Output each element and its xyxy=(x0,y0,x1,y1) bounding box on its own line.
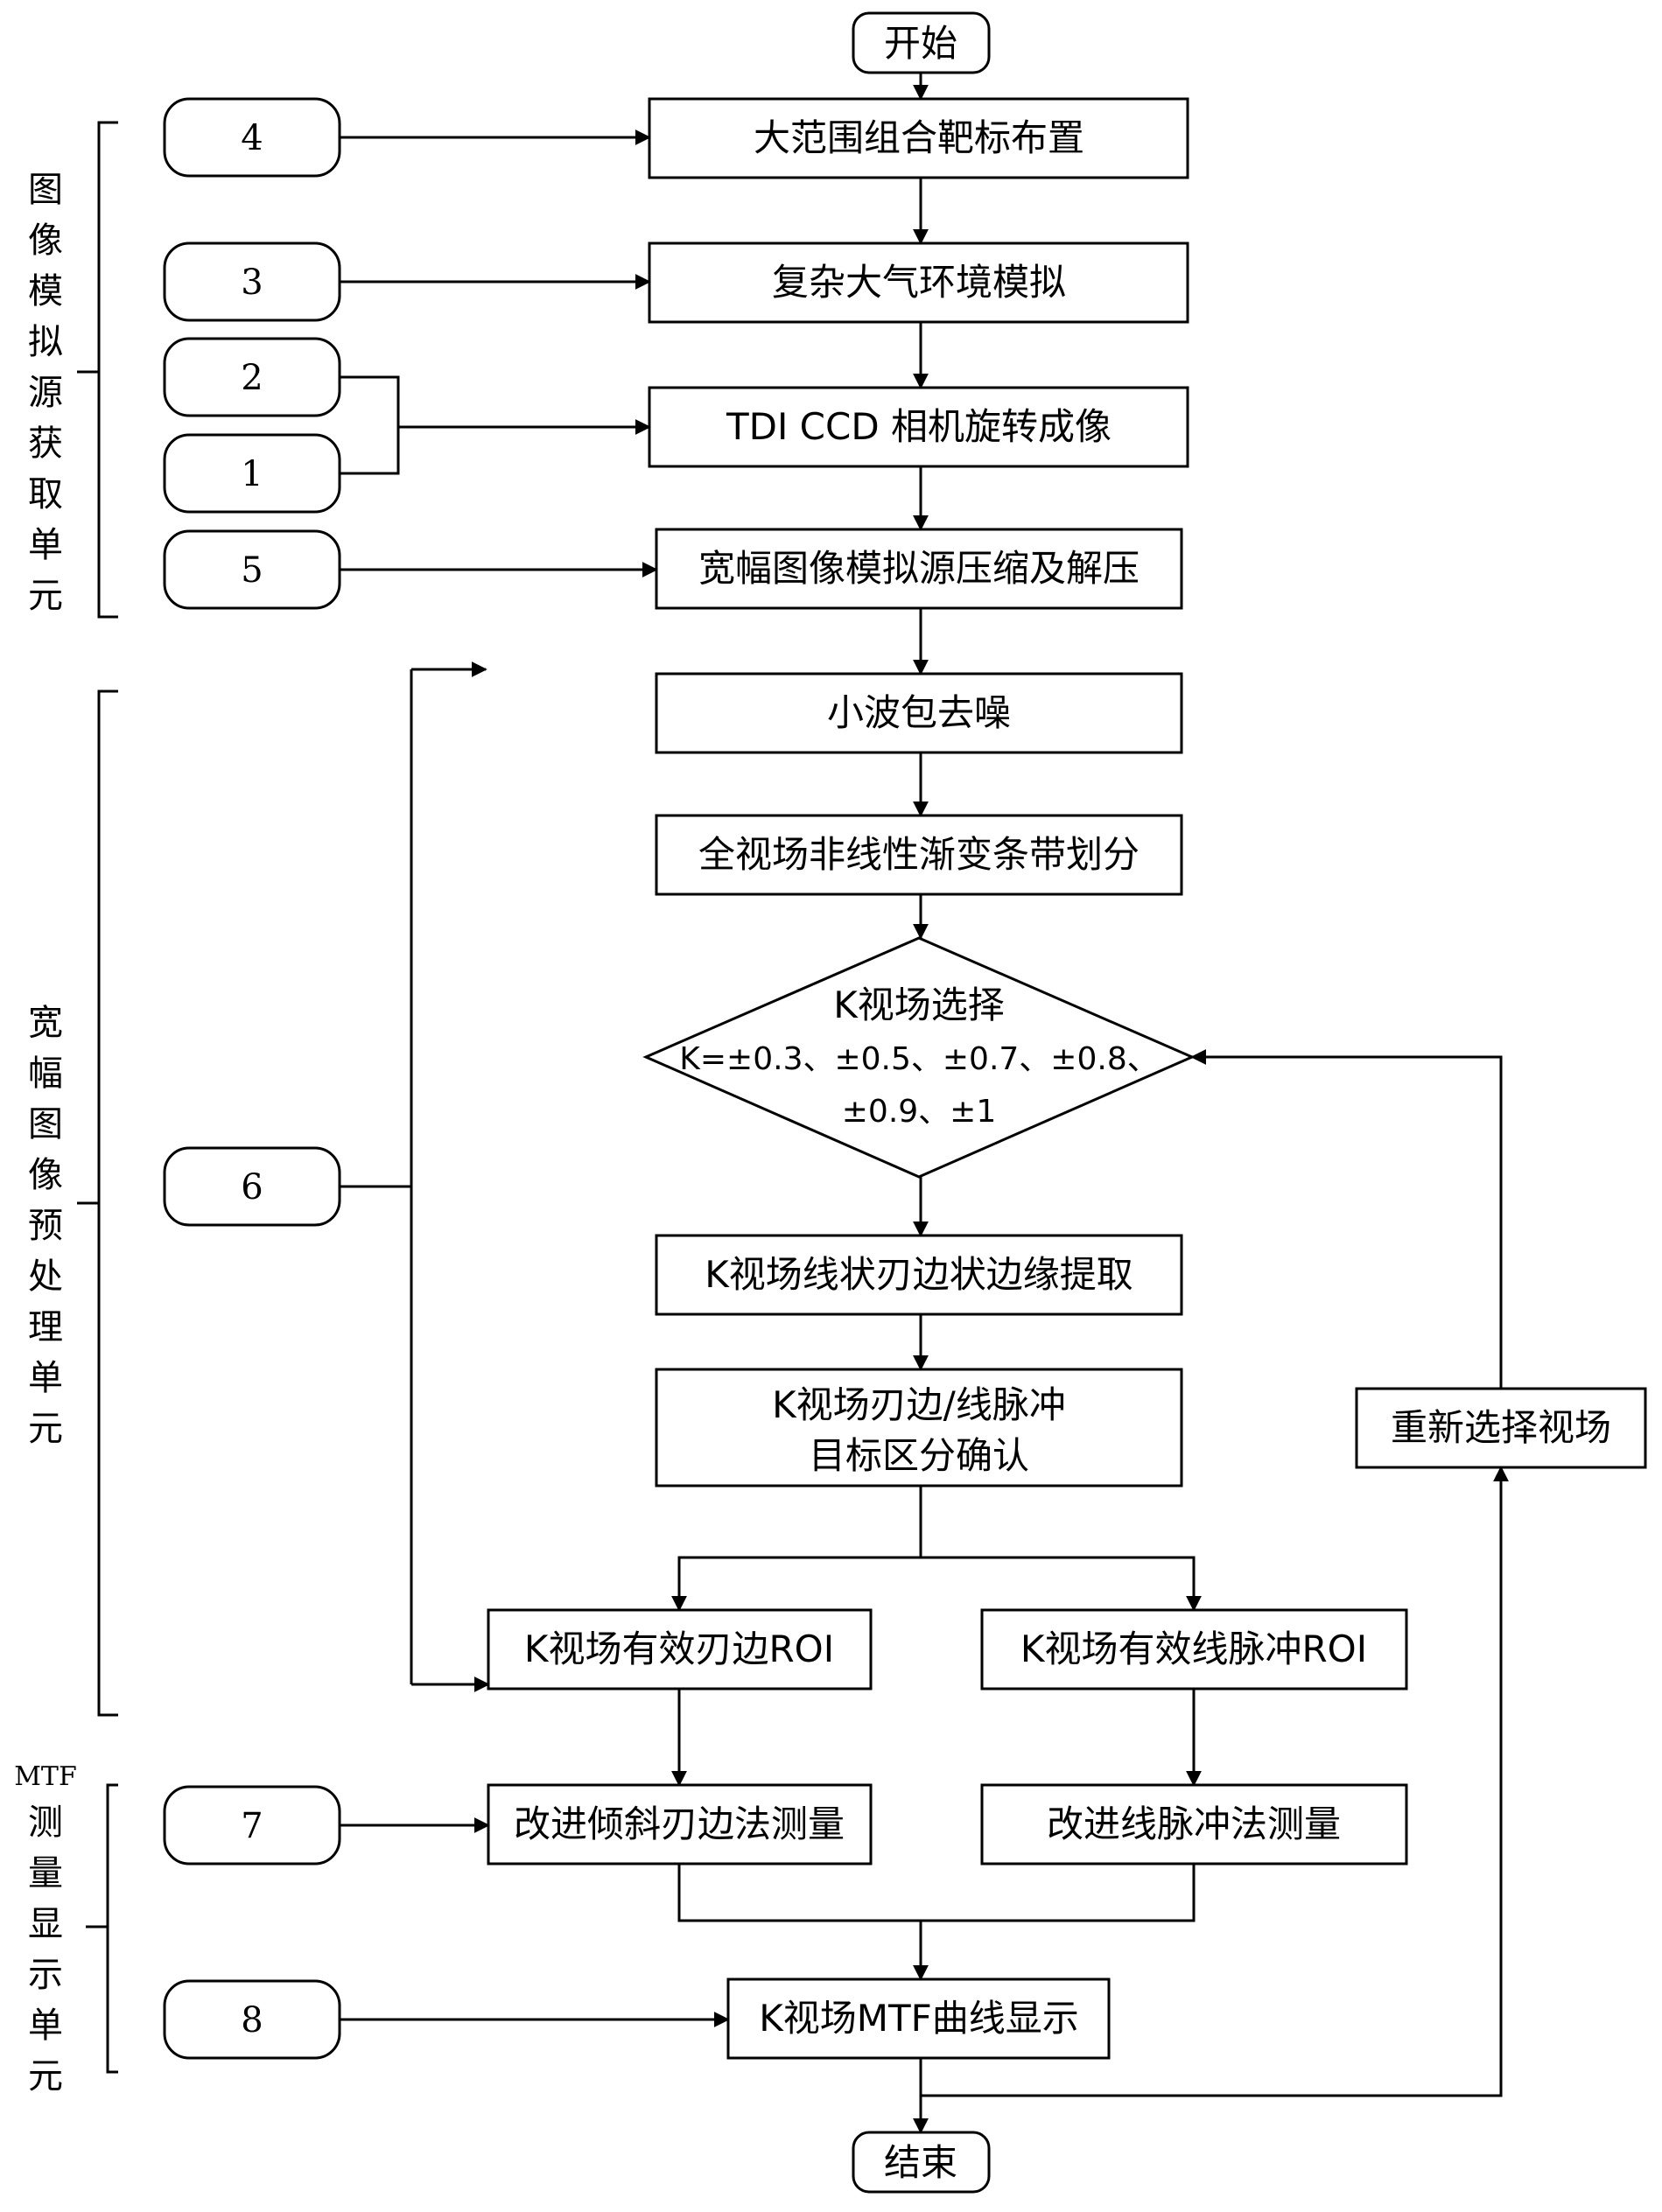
unit-label-image-source: 图 像 模 拟 源 获 取 单 元 xyxy=(28,170,63,616)
svg-text:目标区分确认: 目标区分确认 xyxy=(809,1434,1029,1477)
svg-text:开始: 开始 xyxy=(884,22,957,65)
mtf-display-box: K视场MTF曲线显示 xyxy=(726,1978,1111,2060)
svg-text:取: 取 xyxy=(28,474,63,514)
compress-box: 宽幅图像模拟源压缩及解压 xyxy=(655,528,1183,610)
svg-text:1: 1 xyxy=(241,454,263,494)
svg-text:显: 显 xyxy=(28,1904,63,1944)
k-select-diamond: K视场选择 K=±0.3、±0.5、±0.7、±0.8、 ±0.9、±1 xyxy=(642,936,1196,1179)
svg-text:示: 示 xyxy=(28,1955,63,1995)
svg-text:宽: 宽 xyxy=(28,1003,63,1043)
svg-text:大范围组合靶标布置: 大范围组合靶标布置 xyxy=(754,116,1084,159)
edge-extract-box: K视场线状刃边状边缘提取 xyxy=(655,1234,1183,1316)
svg-text:2: 2 xyxy=(241,358,263,398)
svg-text:元: 元 xyxy=(28,576,63,616)
svg-text:K=±0.3、±0.5、±0.7、±0.8、: K=±0.3、±0.5、±0.7、±0.8、 xyxy=(679,1041,1158,1077)
svg-text:K视场刃边/线脉冲: K视场刃边/线脉冲 xyxy=(772,1383,1066,1426)
svg-text:复杂大气环境模拟: 复杂大气环境模拟 xyxy=(772,261,1066,304)
svg-text:单: 单 xyxy=(28,2006,63,2046)
svg-text:图: 图 xyxy=(28,170,63,210)
atmosphere-box: 复杂大气环境模拟 xyxy=(648,242,1189,324)
unit-label-preprocess: 宽 幅 图 像 预 处 理 单 元 xyxy=(28,1003,63,1449)
svg-text:处: 处 xyxy=(28,1256,63,1297)
edge-roi-box: K视场有效刃边ROI xyxy=(487,1608,873,1690)
svg-text:TDI CCD 相机旋转成像: TDI CCD 相机旋转成像 xyxy=(726,405,1112,448)
target-layout-box: 大范围组合靶标布置 xyxy=(648,97,1189,179)
svg-text:K视场有效刃边ROI: K视场有效刃边ROI xyxy=(524,1628,834,1670)
svg-text:7: 7 xyxy=(241,1806,263,1846)
end-node: 结束 xyxy=(852,2131,991,2194)
svg-text:K视场选择: K视场选择 xyxy=(833,984,1005,1026)
module-4: 4 xyxy=(163,97,341,178)
flow-connectors xyxy=(671,73,1509,2134)
tdi-imaging-box: TDI CCD 相机旋转成像 xyxy=(648,386,1189,468)
reselect-box: 重新选择视场 xyxy=(1355,1387,1647,1469)
svg-text:小波包去噪: 小波包去噪 xyxy=(827,691,1011,734)
svg-text:结束: 结束 xyxy=(884,2141,957,2184)
edge-measure-box: 改进倾斜刃边法测量 xyxy=(487,1783,873,1866)
module-connectors xyxy=(340,130,730,2027)
module-1: 1 xyxy=(163,433,341,514)
stripe-split-box: 全视场非线性渐变条带划分 xyxy=(655,814,1183,896)
svg-text:8: 8 xyxy=(241,2000,263,2040)
svg-text:元: 元 xyxy=(28,1409,63,1449)
svg-text:±0.9、±1: ±0.9、±1 xyxy=(842,1094,997,1130)
svg-text:K视场线状刃边状边缘提取: K视场线状刃边状边缘提取 xyxy=(705,1253,1133,1296)
svg-text:改进线脉冲法测量: 改进线脉冲法测量 xyxy=(1047,1802,1341,1845)
module-5: 5 xyxy=(163,529,341,610)
svg-text:单: 单 xyxy=(28,525,63,565)
svg-text:改进倾斜刃边法测量: 改进倾斜刃边法测量 xyxy=(514,1802,845,1845)
svg-text:像: 像 xyxy=(28,220,63,261)
module-8: 8 xyxy=(163,1979,341,2060)
start-node: 开始 xyxy=(852,11,991,74)
svg-text:预: 预 xyxy=(28,1206,63,1246)
svg-text:3: 3 xyxy=(241,262,263,303)
module-7: 7 xyxy=(163,1785,341,1866)
svg-text:重新选择视场: 重新选择视场 xyxy=(1391,1406,1611,1449)
svg-text:K视场MTF曲线显示: K视场MTF曲线显示 xyxy=(759,1997,1079,2040)
svg-text:源: 源 xyxy=(28,373,63,413)
svg-text:MTF: MTF xyxy=(14,1761,77,1792)
svg-text:图: 图 xyxy=(28,1104,63,1144)
svg-text:K视场有效线脉冲ROI: K视场有效线脉冲ROI xyxy=(1020,1628,1367,1670)
module-2: 2 xyxy=(163,337,341,417)
svg-text:元: 元 xyxy=(28,2056,63,2096)
module-3: 3 xyxy=(163,242,341,322)
module-6: 6 xyxy=(163,1146,341,1227)
svg-text:像: 像 xyxy=(28,1155,63,1195)
svg-text:获: 获 xyxy=(28,424,63,464)
pulse-roi-box: K视场有效线脉冲ROI xyxy=(980,1608,1408,1690)
svg-text:理: 理 xyxy=(28,1307,63,1348)
svg-text:6: 6 xyxy=(241,1167,263,1208)
svg-text:5: 5 xyxy=(241,550,263,591)
svg-text:4: 4 xyxy=(241,118,263,158)
svg-text:全视场非线性渐变条带划分: 全视场非线性渐变条带划分 xyxy=(698,833,1140,876)
svg-text:测: 测 xyxy=(28,1802,63,1843)
pulse-measure-box: 改进线脉冲法测量 xyxy=(980,1783,1408,1866)
svg-text:宽幅图像模拟源压缩及解压: 宽幅图像模拟源压缩及解压 xyxy=(698,547,1140,590)
svg-text:量: 量 xyxy=(28,1853,63,1894)
confirm-box: K视场刃边/线脉冲 目标区分确认 xyxy=(655,1368,1183,1488)
unit-bracket-3 xyxy=(86,1783,118,2074)
unit-label-mtf-display: MTF 测 量 显 示 单 元 xyxy=(14,1761,77,2096)
svg-text:单: 单 xyxy=(28,1358,63,1398)
unit-bracket-1 xyxy=(77,121,118,619)
svg-text:拟: 拟 xyxy=(28,322,63,362)
svg-text:模: 模 xyxy=(28,271,63,312)
svg-text:幅: 幅 xyxy=(28,1054,63,1094)
denoise-box: 小波包去噪 xyxy=(655,672,1183,754)
unit-bracket-2 xyxy=(77,690,118,1717)
